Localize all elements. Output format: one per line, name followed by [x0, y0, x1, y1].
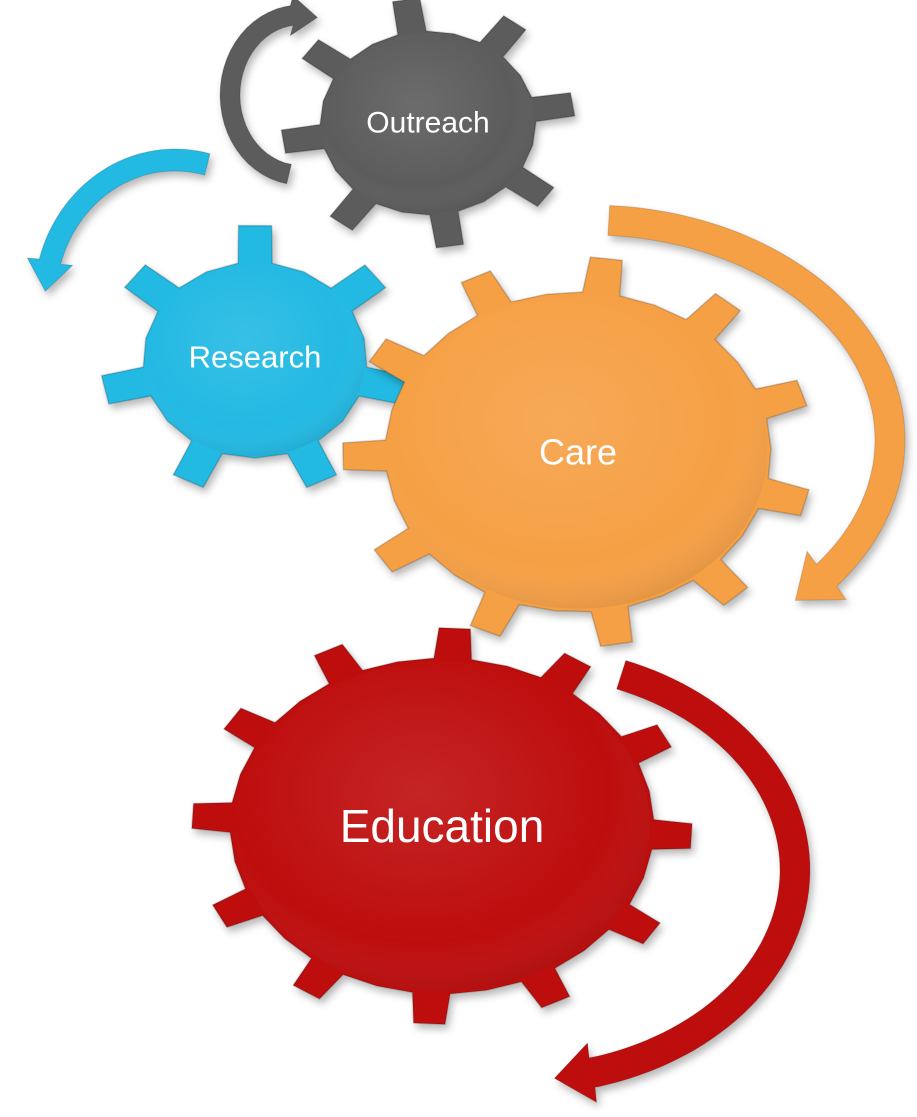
gear-label-education: Education: [340, 800, 545, 852]
gear-research: Research: [100, 224, 410, 489]
arrow-care: [607, 204, 906, 601]
arrow-education: [553, 659, 811, 1104]
gear-label-care: Care: [539, 432, 617, 473]
gear-care: Care: [342, 256, 810, 648]
arrow-outreach: [219, 0, 319, 185]
gear-label-research: Research: [189, 340, 322, 375]
arrow-research: [26, 148, 211, 293]
gear-label-outreach: Outreach: [366, 107, 489, 140]
gear-outreach: Outreach: [280, 0, 576, 249]
gear-education: Education: [191, 627, 693, 1025]
